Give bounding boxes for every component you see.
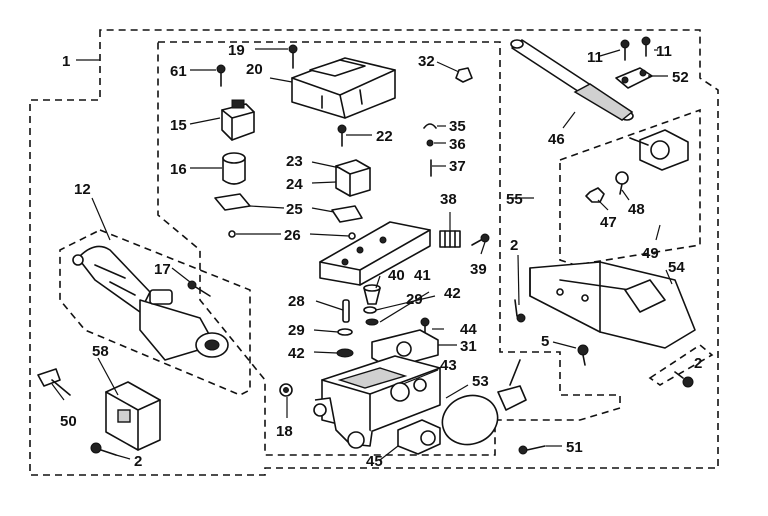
- part-38-block: [439, 230, 461, 248]
- part-58-bracket: [105, 381, 161, 451]
- part-50-screw: [37, 368, 71, 396]
- label-49: 49: [642, 245, 659, 262]
- label-22: 22: [376, 128, 393, 145]
- label-42-lower: 42: [288, 345, 305, 362]
- label-42-upper: 42: [444, 285, 461, 302]
- part-17-screw: [187, 280, 211, 297]
- label-24: 24: [286, 176, 303, 193]
- part-45-fittings: [313, 397, 441, 455]
- part-52-bracket: [615, 67, 653, 89]
- part-12-burner: [72, 245, 229, 361]
- label-19: 19: [228, 42, 245, 59]
- label-46: 46: [548, 131, 565, 148]
- part-39-screw: [471, 233, 490, 246]
- label-35: 35: [449, 118, 466, 135]
- label-18: 18: [276, 423, 293, 440]
- leader-lines: [51, 48, 673, 461]
- label-40: 40: [388, 267, 405, 284]
- part-46-tube: [510, 39, 634, 121]
- part-labels: 1 19 20 61 15 16 22 23 24 25 26 32 35 36…: [60, 42, 702, 470]
- part-20-transformer: [291, 57, 396, 119]
- part-32-nut: [455, 67, 473, 83]
- label-2-left: 2: [134, 453, 142, 470]
- part-15-solenoid: [221, 99, 255, 141]
- label-23: 23: [286, 153, 303, 170]
- part-29-ring-lower: [337, 328, 353, 336]
- part-35-clip: [423, 123, 437, 129]
- label-58: 58: [92, 343, 109, 360]
- label-39: 39: [470, 261, 487, 278]
- part-11-screw-b: [641, 36, 651, 57]
- label-12: 12: [74, 181, 91, 198]
- label-44: 44: [460, 321, 477, 338]
- part-18-nut: [279, 383, 293, 397]
- part-40-plunger: [363, 284, 381, 305]
- part-19-screw: [288, 44, 298, 69]
- part-11-screw-a: [620, 39, 630, 61]
- label-52: 52: [672, 69, 689, 86]
- burner-group-boundary: [59, 229, 251, 396]
- part-2-screw-right: [674, 371, 694, 388]
- part-2-screw-middle: [514, 299, 526, 323]
- label-11-a: 11: [587, 49, 603, 66]
- label-50: 50: [60, 413, 77, 430]
- part-48-fitting: [615, 171, 629, 195]
- label-55: 55: [506, 191, 523, 208]
- part-61-screw: [216, 64, 226, 87]
- label-5: 5: [541, 333, 549, 350]
- label-31: 31: [460, 338, 477, 355]
- label-54: 54: [668, 259, 685, 276]
- part-43-valve-body: [321, 355, 441, 433]
- label-16: 16: [170, 161, 187, 178]
- part-54-bracket: [529, 261, 696, 349]
- part-51-screw: [518, 445, 546, 455]
- label-61: 61: [170, 63, 187, 80]
- part-53-gasket: [441, 359, 527, 446]
- part-36-ball: [426, 139, 434, 147]
- label-11-b: 11: [656, 43, 672, 60]
- label-32: 32: [418, 53, 435, 70]
- bracket-group-boundary: [559, 108, 701, 266]
- part-28-pin: [342, 299, 350, 323]
- label-26: 26: [284, 227, 301, 244]
- valve-top-plate: [319, 221, 431, 286]
- part-16-cylinder: [222, 152, 246, 185]
- label-17: 17: [154, 261, 171, 278]
- label-45: 45: [366, 453, 383, 470]
- label-1: 1: [62, 53, 70, 70]
- part-23-coil: [335, 159, 371, 197]
- part-47-nut: [585, 187, 605, 203]
- inner-assembly-boundary: [157, 41, 621, 456]
- pilot-valve: [629, 129, 689, 171]
- label-53: 53: [472, 373, 489, 390]
- label-29-lower: 29: [288, 322, 305, 339]
- part-2-screw-left: [90, 442, 117, 456]
- label-37: 37: [449, 158, 466, 175]
- label-36: 36: [449, 136, 466, 153]
- label-29-upper: 29: [406, 291, 423, 308]
- label-41: 41: [414, 267, 431, 284]
- part-25-plates: [214, 193, 363, 223]
- label-15: 15: [170, 117, 187, 134]
- part-42-ring-upper: [365, 318, 379, 326]
- part-29-ring-upper: [363, 306, 377, 314]
- label-2-middle: 2: [510, 237, 518, 254]
- label-43: 43: [440, 357, 457, 374]
- label-28: 28: [288, 293, 305, 310]
- label-25: 25: [286, 201, 303, 218]
- label-38: 38: [440, 191, 457, 208]
- right-screw-connector: [648, 344, 714, 386]
- label-2-right: 2: [694, 355, 702, 372]
- outer-assembly-boundary: [29, 29, 719, 476]
- part-22-screw: [337, 124, 347, 147]
- label-51: 51: [566, 439, 583, 456]
- part-42-ring-lower: [336, 348, 354, 358]
- label-47: 47: [600, 214, 617, 231]
- part-5-screw: [577, 344, 589, 366]
- label-48: 48: [628, 201, 645, 218]
- label-20: 20: [246, 61, 263, 78]
